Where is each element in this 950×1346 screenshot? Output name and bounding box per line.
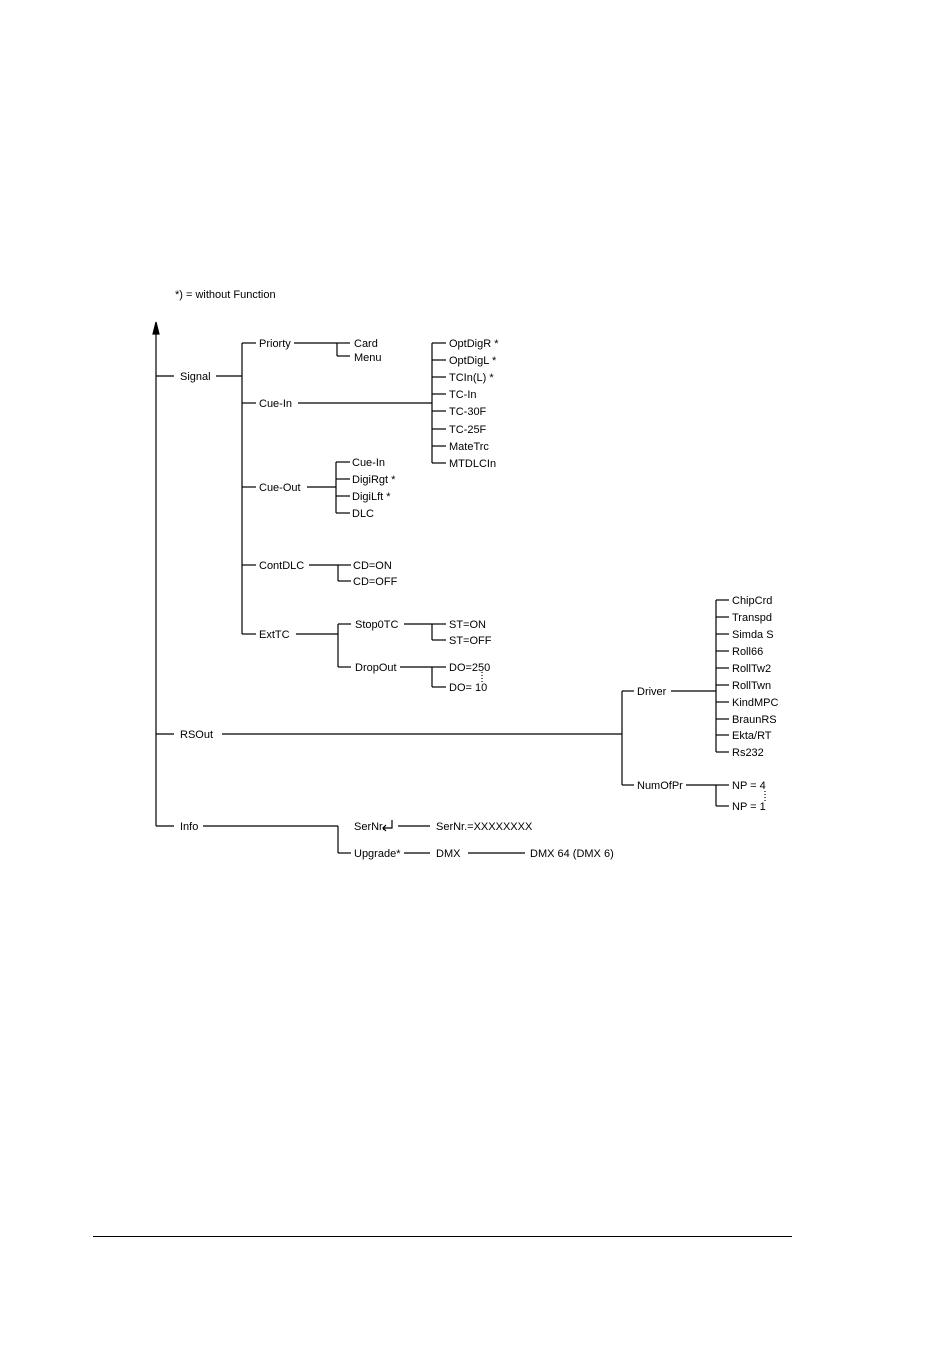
cue-out-branch: Cue-Out Cue-In DigiRgt * DigiLft * DLC	[259, 457, 396, 520]
driver-branch: Driver ChipCrd Transpd Simda S Roll66 Ro…	[637, 595, 779, 759]
signal-label: Signal	[180, 371, 211, 383]
signal-branch: Signal	[180, 342, 256, 635]
cue-in-option: OptDigL *	[449, 355, 497, 367]
rsout-branch: RSOut	[180, 690, 634, 786]
driver-option: RollTwn	[732, 680, 771, 692]
driver-option: Roll66	[732, 646, 763, 658]
numofpr-branch: NumOfPr NP = 4 NP = 1	[637, 780, 766, 813]
cue-out-option: DigiLft *	[352, 491, 391, 503]
stop0tc-option: ST=ON	[449, 619, 486, 631]
contdlc-option: CD=OFF	[353, 576, 398, 588]
rsout-label: RSOut	[180, 729, 213, 741]
legend-note: *) = without Function	[175, 289, 276, 301]
driver-option: Simda S	[732, 629, 774, 641]
contdlc-option: CD=ON	[353, 560, 392, 572]
sernr-label: SerNr.	[354, 821, 385, 833]
driver-option: ChipCrd	[732, 595, 772, 607]
contdlc-branch: ContDLC CD=ON CD=OFF	[259, 560, 398, 588]
dmx-value: DMX 64 (DMX 6)	[530, 848, 614, 860]
driver-option: Transpd	[732, 612, 772, 624]
dropout-label: DropOut	[355, 662, 397, 674]
stop0tc-label: Stop0TC	[355, 619, 398, 631]
cue-out-option: DigiRgt *	[352, 474, 396, 486]
upgrade-label: Upgrade*	[354, 848, 401, 860]
priority-option: Card	[354, 338, 378, 350]
cue-in-option: TC-In	[449, 389, 477, 401]
exttc-label: ExtTC	[259, 629, 290, 641]
numofpr-label: NumOfPr	[637, 780, 683, 792]
sernr-value: SerNr.=XXXXXXXX	[436, 821, 533, 833]
numofpr-option: NP = 1	[732, 801, 766, 813]
cue-in-option: TCIn(L) *	[449, 372, 494, 384]
cue-out-option: DLC	[352, 508, 374, 520]
exttc-branch: ExtTC Stop0TC ST=ON ST=OFF DropOut DO=25…	[259, 619, 492, 694]
cue-out-label: Cue-Out	[259, 482, 301, 494]
cue-out-option: Cue-In	[352, 457, 385, 469]
numofpr-option: NP = 4	[732, 780, 766, 792]
cue-in-option: MTDLCIn	[449, 458, 496, 470]
stop0tc-option: ST=OFF	[449, 635, 492, 647]
footer-rule	[93, 1236, 792, 1237]
priority-branch: Priorty Card Menu	[259, 338, 382, 364]
priority-option: Menu	[354, 352, 382, 364]
cue-in-option: TC-25F	[449, 424, 487, 436]
main-trunk	[152, 321, 174, 827]
cue-in-option: OptDigR *	[449, 338, 499, 350]
cue-in-branch: Cue-In OptDigR * OptDigL * TCIn(L) * TC-…	[259, 338, 499, 470]
driver-option: Rs232	[732, 747, 764, 759]
info-branch: Info SerNr. SerNr.=XXXXXXXX Upgrade* DMX…	[180, 820, 614, 860]
cue-in-option: TC-30F	[449, 406, 487, 418]
dropout-option: DO=250	[449, 662, 490, 674]
driver-option: RollTw2	[732, 663, 771, 675]
driver-option: Ekta/RT	[732, 730, 772, 742]
priority-label: Priorty	[259, 338, 291, 350]
driver-option: BraunRS	[732, 714, 777, 726]
cue-in-option: MateTrc	[449, 441, 489, 453]
cue-in-label: Cue-In	[259, 398, 292, 410]
dropout-option: DO= 10	[449, 682, 487, 694]
driver-label: Driver	[637, 686, 667, 698]
contdlc-label: ContDLC	[259, 560, 304, 572]
driver-option: KindMPC	[732, 697, 779, 709]
enter-key-icon	[382, 820, 393, 832]
dmx-label: DMX	[436, 848, 461, 860]
info-label: Info	[180, 821, 198, 833]
